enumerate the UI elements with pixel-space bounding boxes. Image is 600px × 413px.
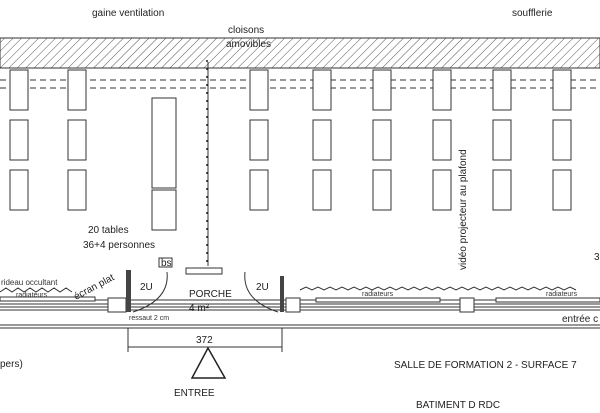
table xyxy=(249,169,269,211)
table xyxy=(67,69,87,111)
table xyxy=(372,69,392,111)
radiator xyxy=(315,297,441,303)
table xyxy=(312,69,332,111)
pillar xyxy=(107,297,127,313)
label-dimension: 372 xyxy=(196,335,213,346)
table xyxy=(67,119,87,161)
bs-box xyxy=(158,257,173,268)
porch-wall-left xyxy=(126,270,131,312)
label-entree-c: entrée c xyxy=(562,314,598,325)
label-entree: ENTREE xyxy=(174,388,215,399)
pillar xyxy=(459,297,475,313)
door-swing-right xyxy=(244,271,279,313)
label-2u-right: 2U xyxy=(256,282,269,293)
door-swing-left xyxy=(132,271,168,313)
table xyxy=(552,69,572,111)
label-cloisons: cloisons xyxy=(228,25,264,36)
label-personnes: 36+4 personnes xyxy=(83,240,155,251)
radiator xyxy=(0,296,96,302)
label-radiateurs: radiateurs xyxy=(546,291,578,298)
table xyxy=(492,69,512,111)
label-bs: bs xyxy=(161,258,172,269)
table xyxy=(151,97,177,189)
label-tables: 20 tables xyxy=(88,225,129,236)
table xyxy=(9,119,29,161)
label-batiment: BATIMENT D RDC xyxy=(416,400,500,411)
tables-group xyxy=(9,69,572,231)
label-radiateurs: radiateurs xyxy=(362,291,394,298)
table xyxy=(552,119,572,161)
label-2u-left: 2U xyxy=(140,282,153,293)
table xyxy=(552,169,572,211)
label-rideau: rideau occultant xyxy=(1,278,58,287)
table xyxy=(492,119,512,161)
radiator xyxy=(495,297,600,303)
table xyxy=(432,119,452,161)
table xyxy=(9,169,29,211)
label-salle-formation: SALLE DE FORMATION 2 - SURFACE 7 xyxy=(394,360,577,371)
table xyxy=(249,69,269,111)
porch-wall-right xyxy=(280,276,284,312)
label-radiateurs: radiateurs xyxy=(16,292,48,299)
entry-triangle-icon xyxy=(190,346,227,379)
label-porche: PORCHE xyxy=(189,289,232,300)
curtain xyxy=(0,287,73,293)
curtain xyxy=(299,286,577,291)
label-ressaut: ressaut 2 cm xyxy=(129,315,169,322)
table xyxy=(249,119,269,161)
table xyxy=(151,189,177,231)
label-porche-area: 4 m² xyxy=(189,303,210,314)
porch-door xyxy=(185,267,223,275)
label-soufflerie: soufflerie xyxy=(512,8,553,19)
table xyxy=(312,169,332,211)
table xyxy=(372,169,392,211)
table xyxy=(9,69,29,111)
label-video-projector: vidéo projecteur au plafond xyxy=(458,149,469,270)
table xyxy=(432,169,452,211)
table xyxy=(432,69,452,111)
label-amovibles: amovibles xyxy=(226,39,271,50)
table xyxy=(67,169,87,211)
label-right-number: 3 xyxy=(594,252,600,263)
top-wall xyxy=(0,37,600,69)
table xyxy=(372,119,392,161)
table xyxy=(312,119,332,161)
table xyxy=(492,169,512,211)
label-pers: pers) xyxy=(0,359,23,370)
pillar xyxy=(285,297,301,313)
label-gaine-ventilation: gaine ventilation xyxy=(92,8,164,19)
